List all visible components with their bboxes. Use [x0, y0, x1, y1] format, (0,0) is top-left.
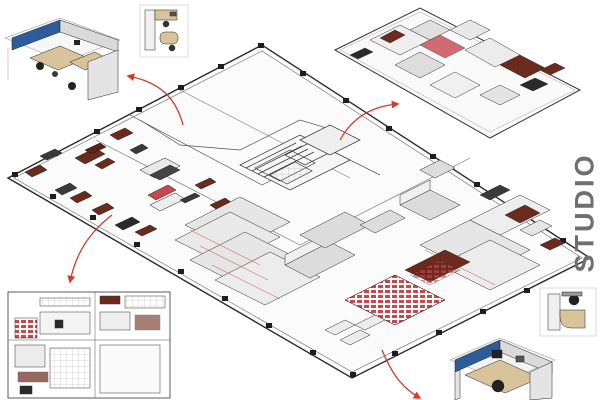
- callout-arrow-icon: [381, 349, 422, 399]
- inset-upper-floor-plan: [333, 7, 582, 139]
- callout-arrows: [67, 73, 422, 399]
- callout-arrow-icon: [339, 100, 400, 141]
- inset-desk-plan-thumbnail: [139, 4, 189, 58]
- callout-arrow-icon: [126, 73, 184, 126]
- training-room-seating: [324, 249, 471, 346]
- chair-icon: [491, 379, 505, 393]
- storage-cabinets: [284, 159, 461, 279]
- studio-text: STUDIO: [569, 152, 600, 273]
- inset-cubicle-top-left: [4, 17, 121, 101]
- chair-icon: [68, 82, 76, 90]
- inset-desk-plan-right: [539, 287, 597, 337]
- studio-label: STUDIO: [568, 150, 600, 275]
- lounge-furniture-left: [24, 127, 247, 237]
- building-core: [239, 124, 361, 191]
- callout-arrow-icon: [67, 214, 113, 284]
- workstations-right: [479, 184, 566, 251]
- inset-floor-plan-bottom-left: [7, 291, 171, 399]
- workstation-rows: [174, 194, 551, 306]
- inset-cubicle-bottom-right: [449, 337, 556, 400]
- chair-icon: [36, 62, 44, 70]
